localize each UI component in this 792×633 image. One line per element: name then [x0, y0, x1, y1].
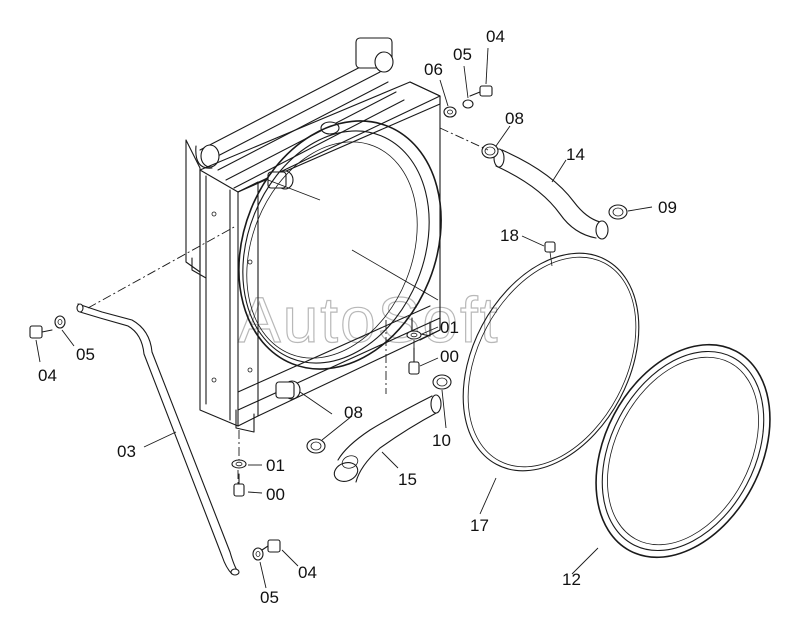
callout-labels: 04 05 06 08 14 09 18 01 00 10 04 05 03 0…: [38, 27, 677, 607]
label-06: 06: [424, 60, 443, 79]
ring-seal-17: [462, 252, 640, 472]
hose-clamp-09: [608, 204, 628, 220]
bolt-04-top: [469, 85, 493, 97]
label-05-bottom: 05: [260, 588, 279, 607]
bolt-00-low: [233, 473, 245, 497]
bolt-04-left: [29, 325, 53, 339]
label-12: 12: [562, 570, 581, 589]
label-01-mid: 01: [440, 318, 459, 337]
washer-06: [443, 106, 457, 118]
ring-12: [595, 343, 771, 559]
label-17: 17: [470, 516, 489, 535]
label-14: 14: [566, 145, 585, 164]
washer-01-low: [231, 459, 247, 469]
watermark-text: AutoSoft: [238, 284, 500, 356]
label-15: 15: [398, 470, 417, 489]
label-00-low: 00: [266, 485, 285, 504]
hose-clamp-10: [432, 374, 452, 390]
radiator-assembly: [185, 37, 441, 433]
support-rod-03: [76, 303, 240, 576]
label-04-left: 04: [38, 366, 57, 385]
label-04-top: 04: [486, 27, 505, 46]
fan-shroud: [238, 120, 442, 370]
label-18: 18: [500, 226, 519, 245]
label-04-bottom: 04: [298, 563, 317, 582]
washer-01-mid: [406, 330, 422, 340]
label-05-top: 05: [453, 45, 472, 64]
leader-lines: [35, 47, 653, 589]
upper-hose-14: [493, 148, 609, 240]
lower-hose-15: [333, 394, 442, 483]
label-10: 10: [432, 431, 451, 450]
label-05-left: 05: [76, 345, 95, 364]
clip-18: [544, 241, 556, 267]
label-00-mid: 00: [440, 347, 459, 366]
label-08-top: 08: [505, 109, 524, 128]
label-03: 03: [117, 442, 136, 461]
washer-05-left: [54, 315, 66, 329]
washer-05-top: [462, 99, 474, 109]
washer-05-bottom: [252, 547, 264, 561]
label-01-low: 01: [266, 456, 285, 475]
hose-clamp-08-lower: [306, 438, 326, 454]
label-09: 09: [658, 198, 677, 217]
bolt-00-mid: [408, 347, 420, 375]
hose-clamp-08-upper: [481, 143, 499, 159]
bolt-04-bottom: [261, 539, 281, 553]
assembly-axes: [87, 127, 489, 484]
label-08-low: 08: [344, 403, 363, 422]
